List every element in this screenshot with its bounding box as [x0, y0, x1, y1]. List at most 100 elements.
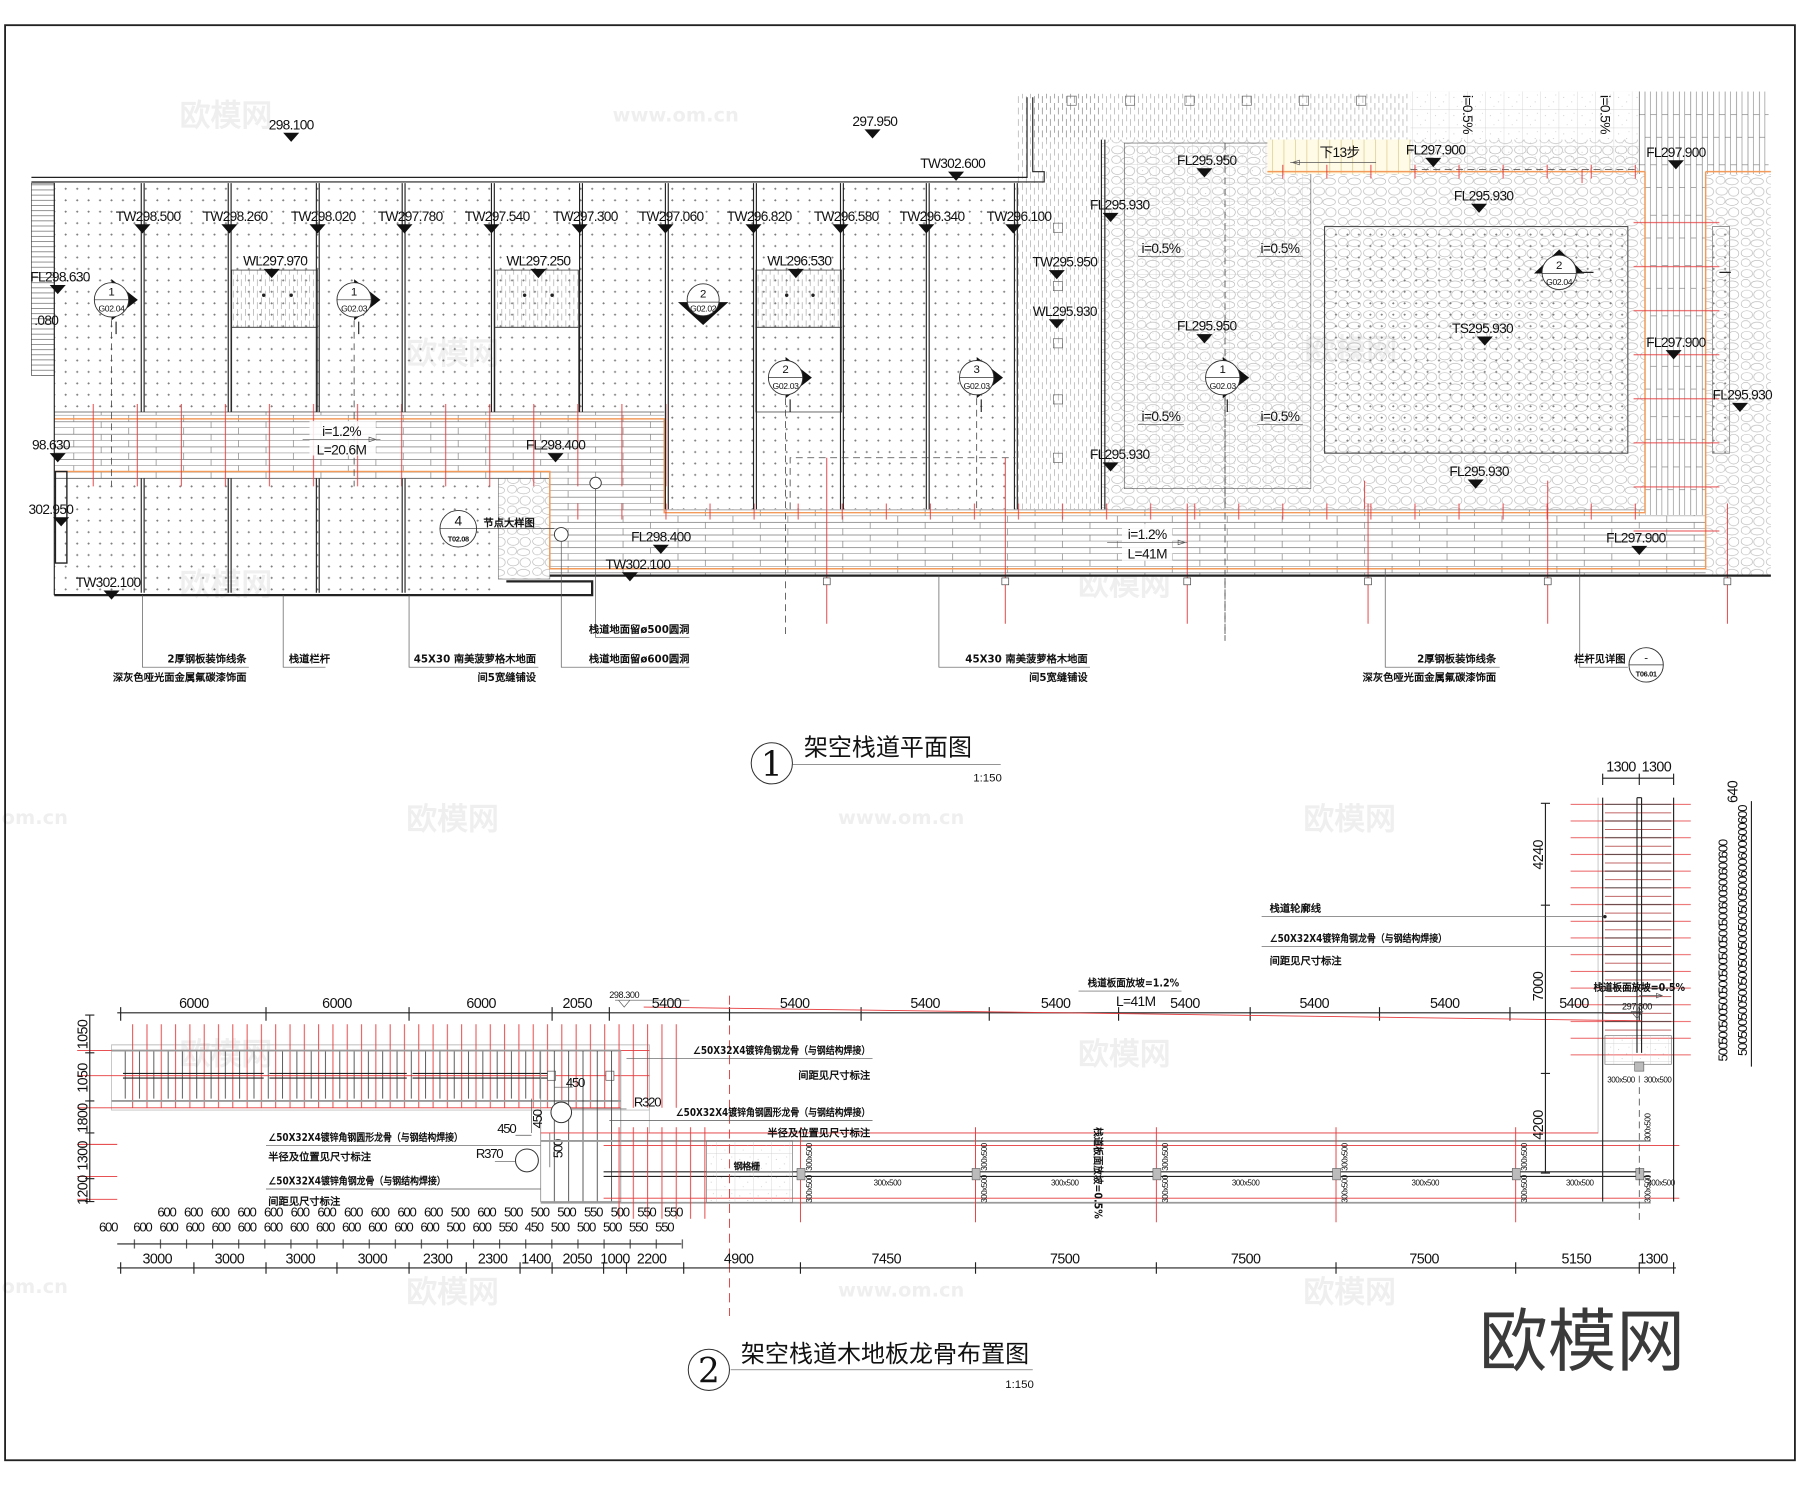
- dim-label: 600: [212, 1219, 231, 1234]
- dim-label: 600: [1735, 858, 1750, 877]
- note-text: 间距见尺寸标注: [1270, 955, 1343, 968]
- joist-markers: [563, 503, 1651, 520]
- elevation-triangle-icon: [1731, 402, 1748, 412]
- note-text: 栈道栏杆: [289, 653, 331, 666]
- slope-grade: i=0.5%: [1597, 95, 1612, 134]
- elevation-label: TW296.820: [727, 209, 793, 224]
- post-size: 300x500: [1232, 1179, 1260, 1188]
- drawing-title: 架空栈道木地板龙骨布置图: [741, 1340, 1029, 1368]
- elevation-triangle-icon: [1631, 545, 1648, 556]
- dim-label: 5400: [780, 996, 810, 1012]
- site-boundary: [54, 574, 1771, 597]
- dim-label: 1200: [75, 1175, 91, 1205]
- section-sheet-ref: G02.03: [341, 303, 368, 313]
- slope-length: L=20.6M: [317, 442, 367, 457]
- post-size: 300x500: [1644, 1076, 1672, 1085]
- elevation-label: TW296.100: [987, 209, 1053, 224]
- dim-label: 7500: [1409, 1251, 1439, 1267]
- elevation-triangle-icon: [657, 224, 674, 234]
- note-leader: [266, 916, 1605, 1190]
- elevation-label: WL295.930: [1033, 304, 1098, 319]
- local-dim-lines: [494, 1086, 627, 1168]
- radius-label: R370: [476, 1146, 503, 1161]
- dim-line-left: [85, 1014, 95, 1203]
- dim-label: 1300: [75, 1140, 91, 1170]
- slope-length: L=41M: [1127, 546, 1167, 561]
- dim-label: 500: [1715, 1008, 1730, 1027]
- elevation-triangle-icon: [1196, 334, 1213, 344]
- dim-label: 500: [1735, 948, 1750, 967]
- elevation-label: TS295.930: [1452, 321, 1514, 336]
- dim-label: 500: [1715, 992, 1730, 1011]
- elevation-label: TW297.300: [553, 209, 619, 224]
- dim-label: 500: [551, 1219, 570, 1234]
- note-text: 间5宽缝铺设: [478, 671, 537, 684]
- round-joist-r320: [550, 1101, 573, 1124]
- elevation-triangle-icon: [49, 453, 66, 463]
- elevation-marker: TW302.100: [76, 575, 142, 600]
- plan1-notes: 2厚钢板装饰线条 深灰色哑光面金属氟碳漆饰面 栈道栏杆 45X30 南美菠萝格木…: [113, 488, 1664, 684]
- note-text: 深灰色哑光面金属氟碳漆饰面: [1363, 671, 1497, 684]
- dim-label: 2300: [423, 1251, 453, 1267]
- note-text: 2厚钢板装饰线条: [167, 653, 247, 666]
- elevation-marker: FL295.930: [1090, 447, 1151, 472]
- elevation-triangle-icon: [571, 224, 588, 234]
- elevation-marker: TW297.060: [639, 209, 705, 234]
- elevation-triangle-icon: [103, 590, 120, 600]
- elevation-marker: FL295.930: [1713, 387, 1774, 412]
- watermark-url: om.cn: [2, 1275, 68, 1298]
- dim-label: 600: [291, 1204, 310, 1219]
- watermark-logo: 欧模网: [180, 98, 273, 134]
- watermark-logo: 欧模网: [1303, 802, 1396, 838]
- elevation-triangle-icon: [263, 268, 280, 279]
- elevation-marker: FL295.950: [1177, 319, 1238, 344]
- slope-line: [643, 1006, 1642, 1022]
- dim-line: [1602, 773, 1675, 786]
- note-text: ∠50X32X4镀锌角钢龙骨（与钢结构焊接）: [268, 1174, 445, 1187]
- slope-grade: i=0.5%: [1141, 409, 1180, 424]
- note-text: ∠50X32X4镀锌角钢龙骨（与钢结构焊接）: [693, 1044, 870, 1057]
- elevation-triangle-icon: [948, 171, 965, 181]
- elevation-triangle-icon: [1005, 224, 1022, 234]
- dim-label: 550: [637, 1204, 656, 1219]
- dim-label: 600: [344, 1204, 363, 1219]
- dim-label: 500: [1715, 924, 1730, 943]
- dim-label: 600: [264, 1219, 283, 1234]
- dim-label: 550: [629, 1219, 648, 1234]
- elevation-marker: WL296.530: [767, 253, 833, 279]
- dim-label: 600: [1735, 823, 1750, 842]
- note-text: ∠50X32X4镀锌角钢圆形龙骨（与钢结构焊接）: [268, 1131, 463, 1144]
- paving-squares: [1053, 95, 1367, 463]
- detail-sheet-ref: T02.08: [448, 534, 469, 543]
- watermark-url: www.om.cn: [838, 1279, 964, 1302]
- dim-label: 600: [317, 1204, 336, 1219]
- dim-label: 500: [603, 1219, 622, 1234]
- dim-label: 500: [1715, 907, 1730, 926]
- plan2-title-block: 2 架空栈道木地板龙骨布置图 1:150: [687, 1340, 1034, 1391]
- outline-dashed: [789, 457, 1016, 510]
- corner-joists: [540, 1050, 621, 1202]
- sheet-frame: [4, 24, 1796, 1462]
- dim-label: 6000: [179, 996, 209, 1012]
- section-sheet-ref: G02.03: [1210, 381, 1237, 391]
- note-text: 2厚钢板装饰线条: [1417, 653, 1497, 666]
- elevation-marker: TS295.930: [1452, 321, 1515, 346]
- dim-label: 4900: [724, 1251, 754, 1267]
- dim-label: 550: [664, 1204, 683, 1219]
- elevation-marker: FL295.930: [1454, 188, 1515, 213]
- elevation-label: TW302.600: [920, 156, 986, 171]
- note-text: 间5宽缝铺设: [1029, 671, 1088, 684]
- watermark-logo: 欧模网: [1078, 1036, 1171, 1072]
- dim-label: 550: [584, 1204, 603, 1219]
- elevation-label: TW302.100: [76, 575, 142, 590]
- wall-dividers: [140, 183, 1018, 593]
- dim-label: 7500: [1050, 1251, 1080, 1267]
- dim-label: 450: [525, 1219, 544, 1234]
